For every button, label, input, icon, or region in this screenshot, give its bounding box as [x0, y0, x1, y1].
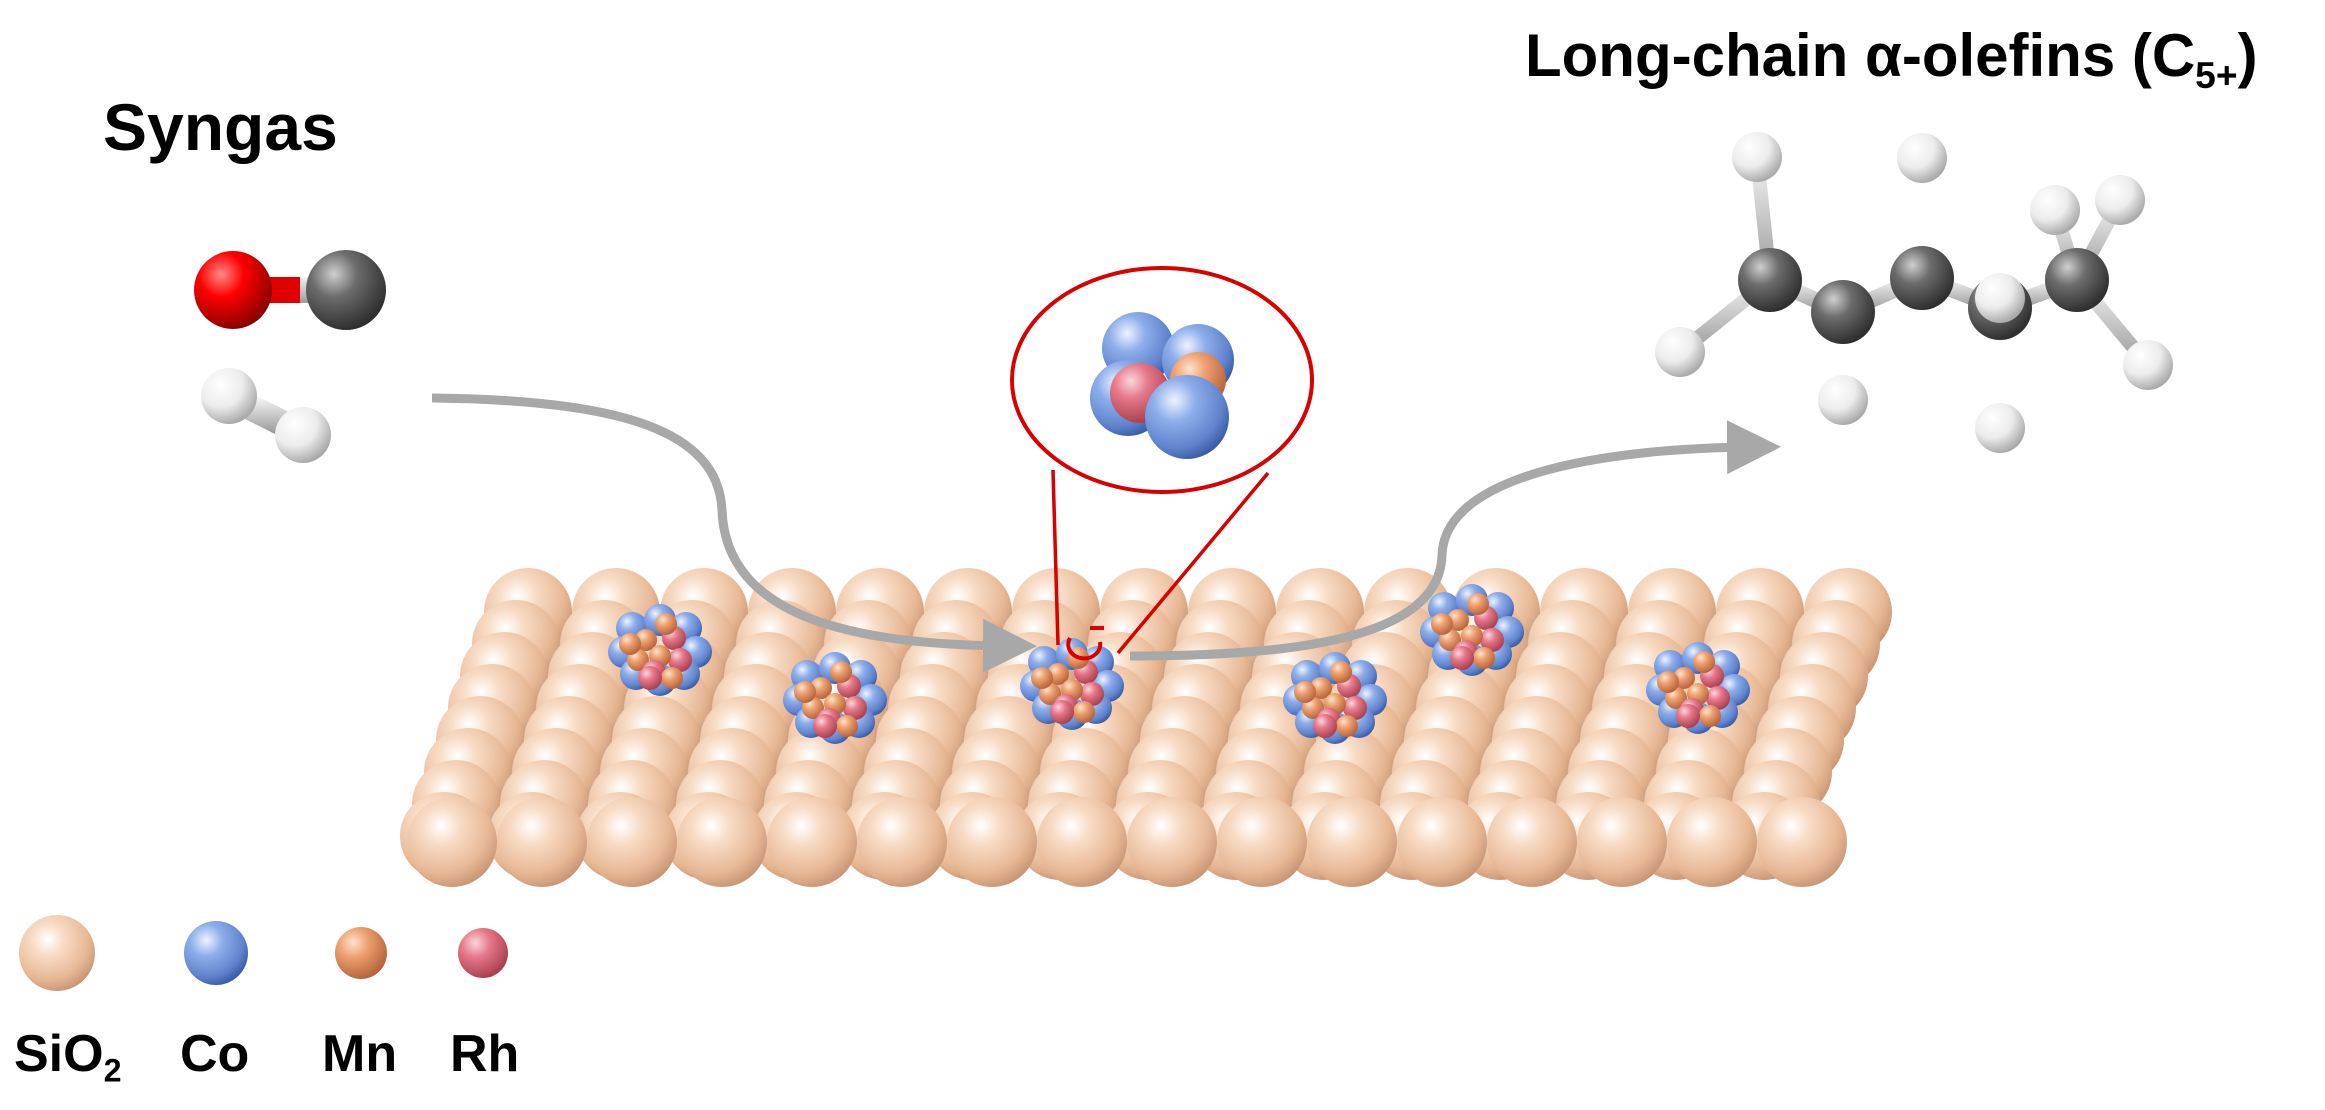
h-atom	[2095, 175, 2145, 225]
legend-label-mn: Mn	[322, 1028, 397, 1080]
sio2-sphere	[857, 797, 947, 887]
product-title: Long-chain α-olefins (C5+)	[1525, 26, 2258, 94]
h-atom	[2123, 340, 2173, 390]
sio2-sphere	[1397, 797, 1487, 887]
co-atom	[1145, 375, 1229, 459]
legend-text-co: Co	[180, 1025, 250, 1083]
rh-legend-sphere	[458, 928, 508, 978]
h-atom	[1655, 327, 1705, 377]
c-atom	[1811, 280, 1875, 344]
rh-atom	[843, 696, 867, 720]
legend-text-rh: Rh	[450, 1025, 520, 1083]
rh-atom	[1050, 700, 1074, 724]
mn-atom	[1431, 613, 1453, 635]
rh-atom	[1313, 714, 1337, 738]
sio2-sphere	[1757, 797, 1847, 887]
rh-atom	[1480, 628, 1504, 652]
co-legend-sphere	[184, 921, 248, 985]
mn-legend-sphere	[335, 927, 387, 979]
product-title-close: )	[2237, 22, 2258, 89]
legend	[19, 915, 508, 991]
h-atom	[1732, 132, 1782, 182]
mn-atom	[1294, 681, 1316, 703]
product-title-text: Long-chain α-olefins (C	[1525, 22, 2196, 89]
mn-atom	[661, 667, 683, 689]
syngas-in-arrow	[431, 393, 1037, 673]
comnrh-nanoparticles	[608, 584, 1750, 744]
legend-label-rh: Rh	[450, 1028, 519, 1080]
olefin-out-arrow	[1129, 420, 1781, 661]
mn-atom	[1330, 661, 1352, 683]
sio2-sphere	[677, 797, 767, 887]
rh-atom	[668, 648, 692, 672]
legend-text-mn: Mn	[322, 1025, 398, 1083]
rh-atom	[813, 714, 837, 738]
sio2-sphere	[587, 797, 677, 887]
zoomed-cluster	[1090, 312, 1234, 459]
rh-atom	[1706, 686, 1730, 710]
c-atom	[1890, 246, 1954, 310]
mn-atom	[1336, 715, 1358, 737]
legend-label-co: Co	[180, 1028, 249, 1080]
h2-molecule	[201, 368, 331, 463]
mn-atom	[836, 715, 858, 737]
legend-subscript-sio2: 2	[103, 1052, 122, 1089]
sio2-sphere	[1307, 797, 1397, 887]
mn-atom	[1467, 593, 1489, 615]
olefin-molecule	[1655, 132, 2173, 453]
h-atom	[2030, 185, 2080, 235]
sio2-sphere	[1577, 797, 1667, 887]
mn-atom	[1657, 671, 1679, 693]
legend-label-sio2: SiO2	[14, 1025, 122, 1086]
mn-atom	[1031, 667, 1053, 689]
mn-atom	[619, 633, 641, 655]
reactant-title: Syngas	[103, 90, 338, 164]
sio2-sphere	[1667, 797, 1757, 887]
h-atom	[1975, 403, 2025, 453]
zoom-highlight	[1010, 266, 1314, 661]
rh-atom	[1343, 696, 1367, 720]
mn-atom	[1073, 701, 1095, 723]
mn-atom	[794, 681, 816, 703]
h-atom	[1975, 273, 2025, 323]
rh-atom	[1080, 682, 1104, 706]
h-atom	[1818, 375, 1868, 425]
mn-atom	[1693, 651, 1715, 673]
sio2-sphere	[407, 797, 497, 887]
c-atom	[2045, 248, 2109, 312]
c-atom	[1738, 248, 1802, 312]
co-molecule	[194, 250, 386, 330]
mn-atom	[1473, 647, 1495, 669]
product-title-subscript: 5+	[2195, 53, 2238, 96]
mn-atom	[1699, 705, 1721, 727]
legend-text-sio2: SiO	[14, 1025, 104, 1083]
sio2-sphere	[1487, 797, 1577, 887]
mn-atom	[830, 661, 852, 683]
sio2-legend-sphere	[19, 915, 95, 991]
sio2-sphere	[947, 797, 1037, 887]
rh-atom	[638, 666, 662, 690]
sio2-sphere	[1127, 797, 1217, 887]
sio2-sphere	[767, 797, 857, 887]
sio2-sphere	[1037, 797, 1127, 887]
mn-atom	[655, 613, 677, 635]
sio2-support-slab	[400, 568, 1892, 887]
sio2-sphere	[1217, 797, 1307, 887]
h-atom	[1897, 133, 1947, 183]
rh-atom	[1676, 704, 1700, 728]
sio2-sphere	[497, 797, 587, 887]
rh-atom	[1450, 646, 1474, 670]
